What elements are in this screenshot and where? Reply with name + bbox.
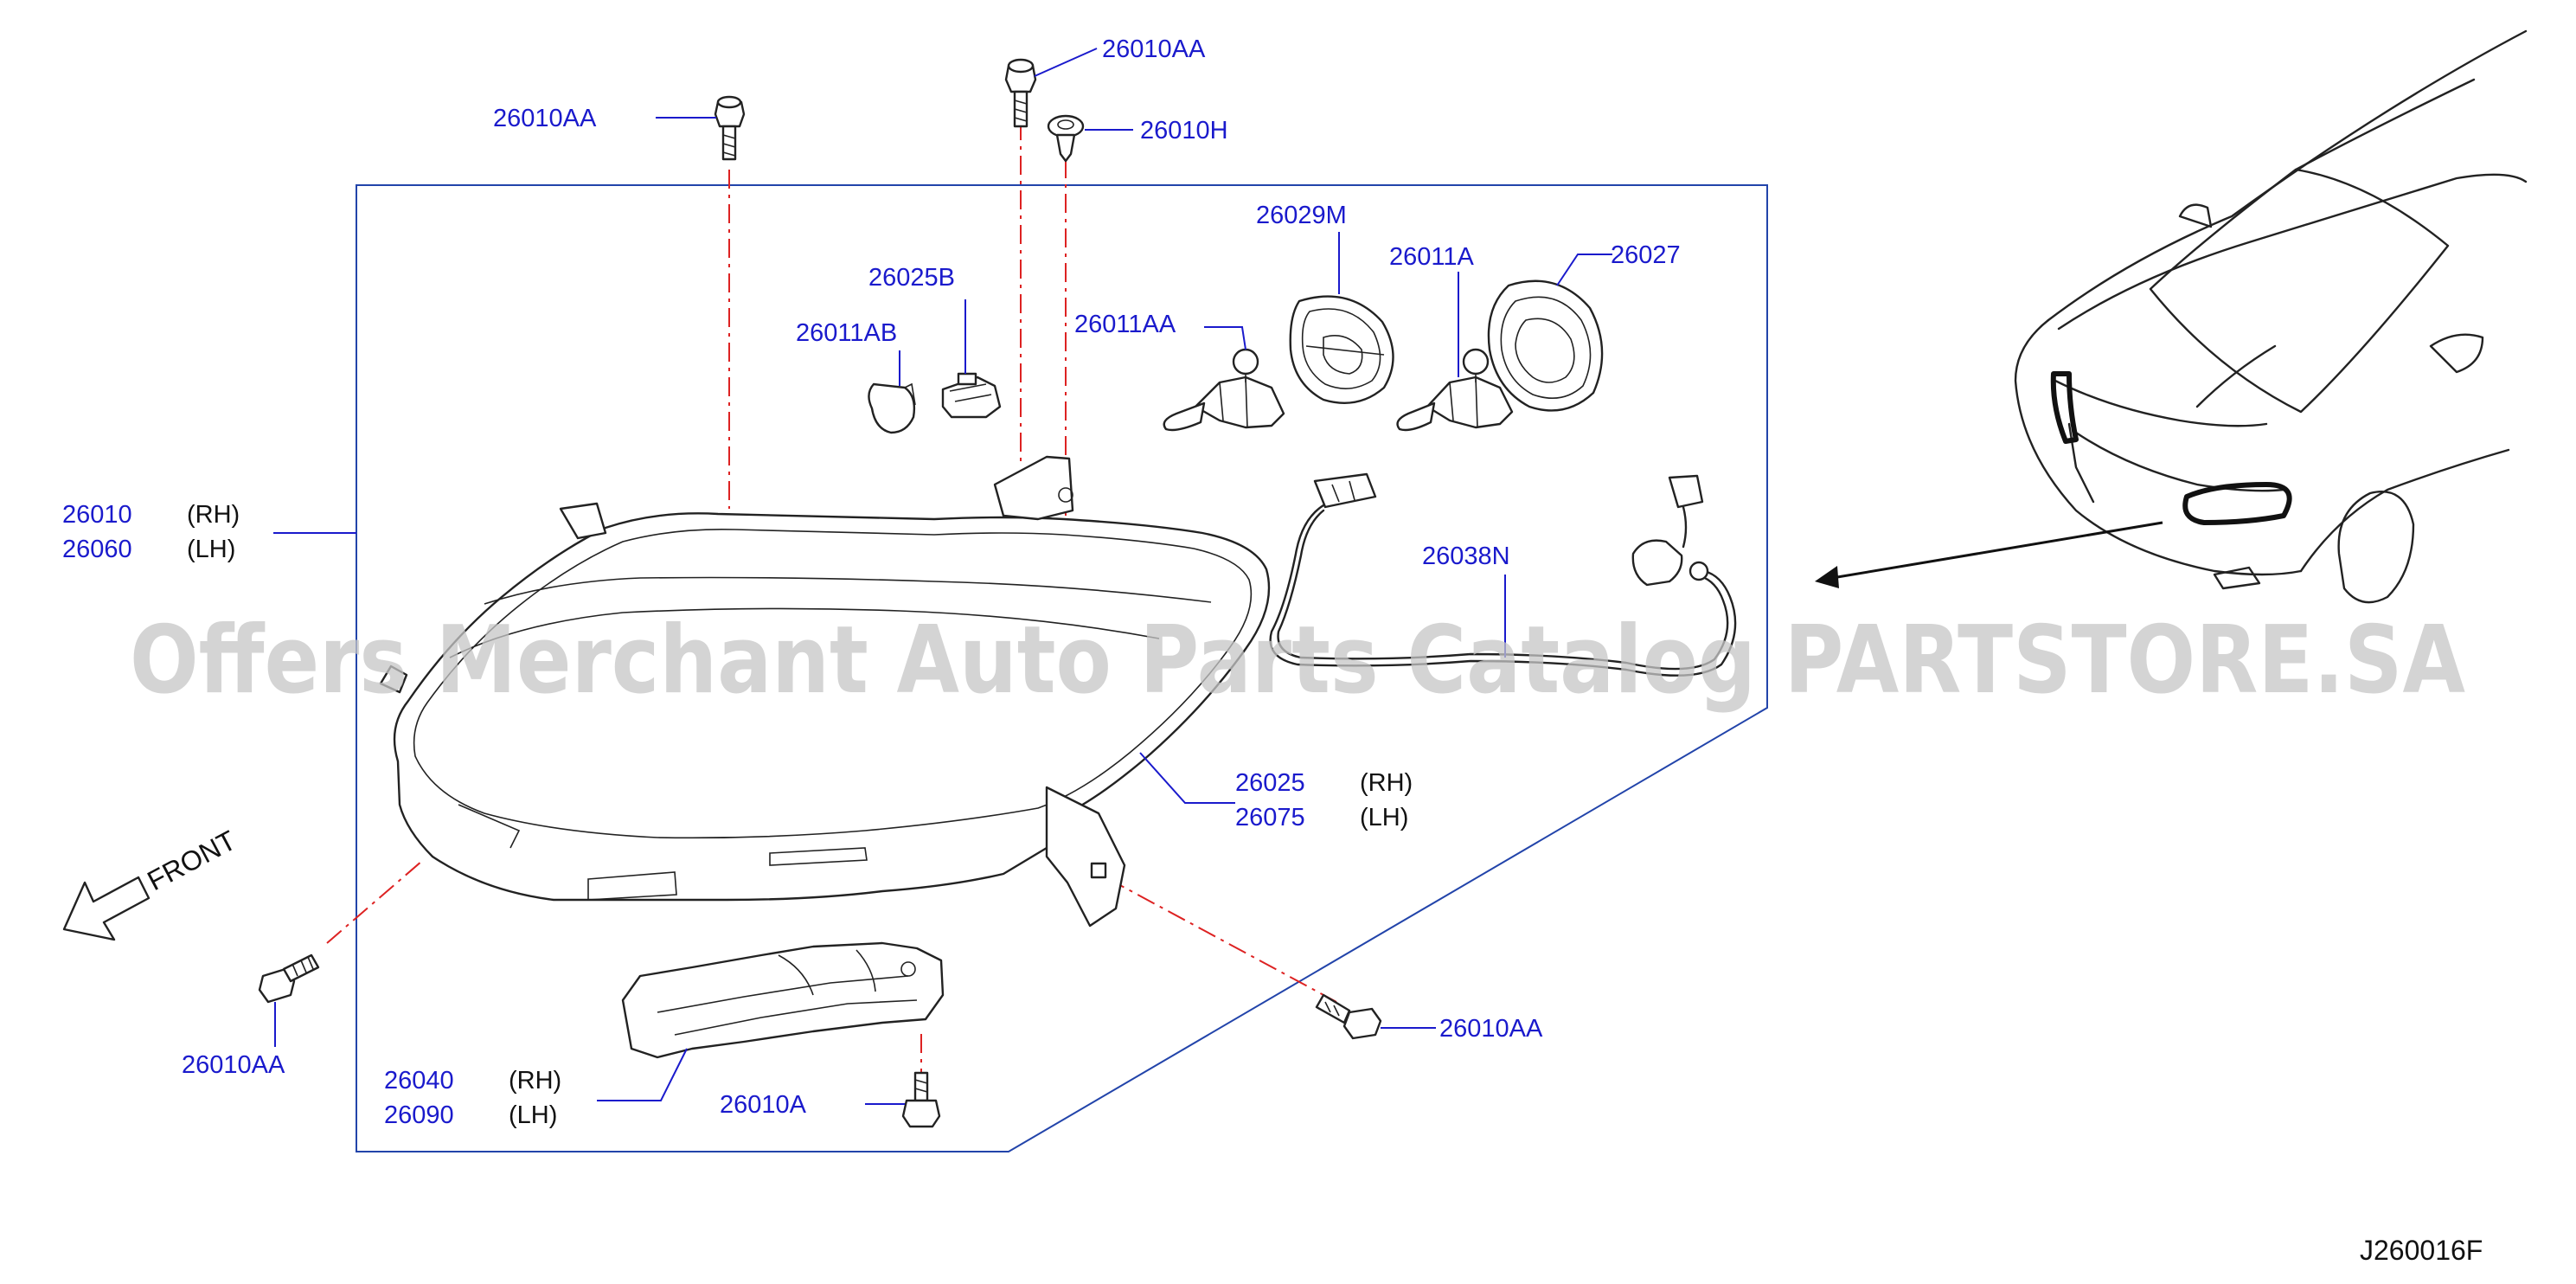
bulb-socket-small [941, 372, 1002, 419]
label-bracket-lh-side: (LH) [509, 1101, 557, 1129]
label-bulb-high: 26011A [1389, 243, 1474, 271]
label-bulb-small: 26011AB [796, 319, 897, 347]
label-lens-rh-side: (RH) [1360, 769, 1413, 797]
bulb-high [1396, 348, 1514, 432]
label-bracket-lh-number: 26090 [384, 1101, 454, 1129]
label-bolt-bottom-left: 26010AA [182, 1051, 285, 1079]
label-housing-rh-side: (RH) [187, 501, 240, 529]
assembly-frame [356, 184, 1768, 1152]
label-lens-rh-number: 26025 [1235, 769, 1305, 797]
front-label: FRONT [142, 825, 240, 897]
diagram-reference-code: J260016F [2360, 1235, 2483, 1266]
label-bolt-top-left: 26010AA [493, 105, 597, 132]
label-clip: 26010H [1140, 117, 1228, 144]
bolt-bottom-left [258, 953, 320, 1004]
leader-bracket [597, 1048, 688, 1101]
label-harness: 26038N [1422, 542, 1510, 570]
vehicle-location-sketch [2014, 29, 2528, 604]
label-lens-lh-number: 26075 [1235, 804, 1305, 831]
label-bolt-bottom-right: 26010AA [1439, 1015, 1543, 1043]
wiring-harness [1269, 472, 1737, 677]
label-housing-rh-number: 26010 [62, 501, 132, 529]
bolt-bottom-right [1315, 993, 1382, 1040]
label-lens-lh-side: (LH) [1360, 804, 1408, 831]
label-bulb-low: 26011AA [1074, 311, 1176, 338]
leader-lens [1139, 752, 1235, 804]
watermark: Offers Merchant Auto Parts Catalog PARTS… [130, 607, 2465, 715]
cap-large [1487, 279, 1604, 412]
leader-bolt-top-right [1034, 48, 1098, 77]
label-housing-lh-number: 26060 [62, 536, 132, 563]
label-cap-large: 26027 [1611, 241, 1681, 269]
label-cap-m: 26029M [1256, 202, 1347, 229]
label-bulb-socket-small: 26025B [868, 264, 955, 292]
leader-cap-large [1556, 254, 1612, 286]
centerline-lower-left-bolt [326, 860, 423, 944]
label-bolt-top-right: 26010AA [1102, 35, 1206, 63]
label-bolt-bracket: 26010A [720, 1091, 807, 1119]
label-housing-lh-side: (LH) [187, 536, 235, 563]
bolt-top-left [714, 95, 746, 161]
front-direction-arrow [62, 876, 151, 941]
centerline-lower-right-bolt [1106, 877, 1337, 1003]
cap-m [1289, 295, 1394, 404]
leader-bulb-low [1204, 326, 1246, 350]
bulb-small [868, 382, 916, 434]
headlamp-housing [379, 455, 1271, 928]
label-bracket-rh-side: (RH) [509, 1067, 561, 1095]
clip-top [1047, 114, 1085, 163]
bulb-low [1163, 348, 1285, 432]
bolt-bracket [901, 1071, 941, 1128]
bracket [621, 941, 945, 1059]
bolt-top-right [1004, 58, 1037, 128]
location-arrow [1815, 521, 2163, 588]
label-bracket-rh-number: 26040 [384, 1067, 454, 1095]
